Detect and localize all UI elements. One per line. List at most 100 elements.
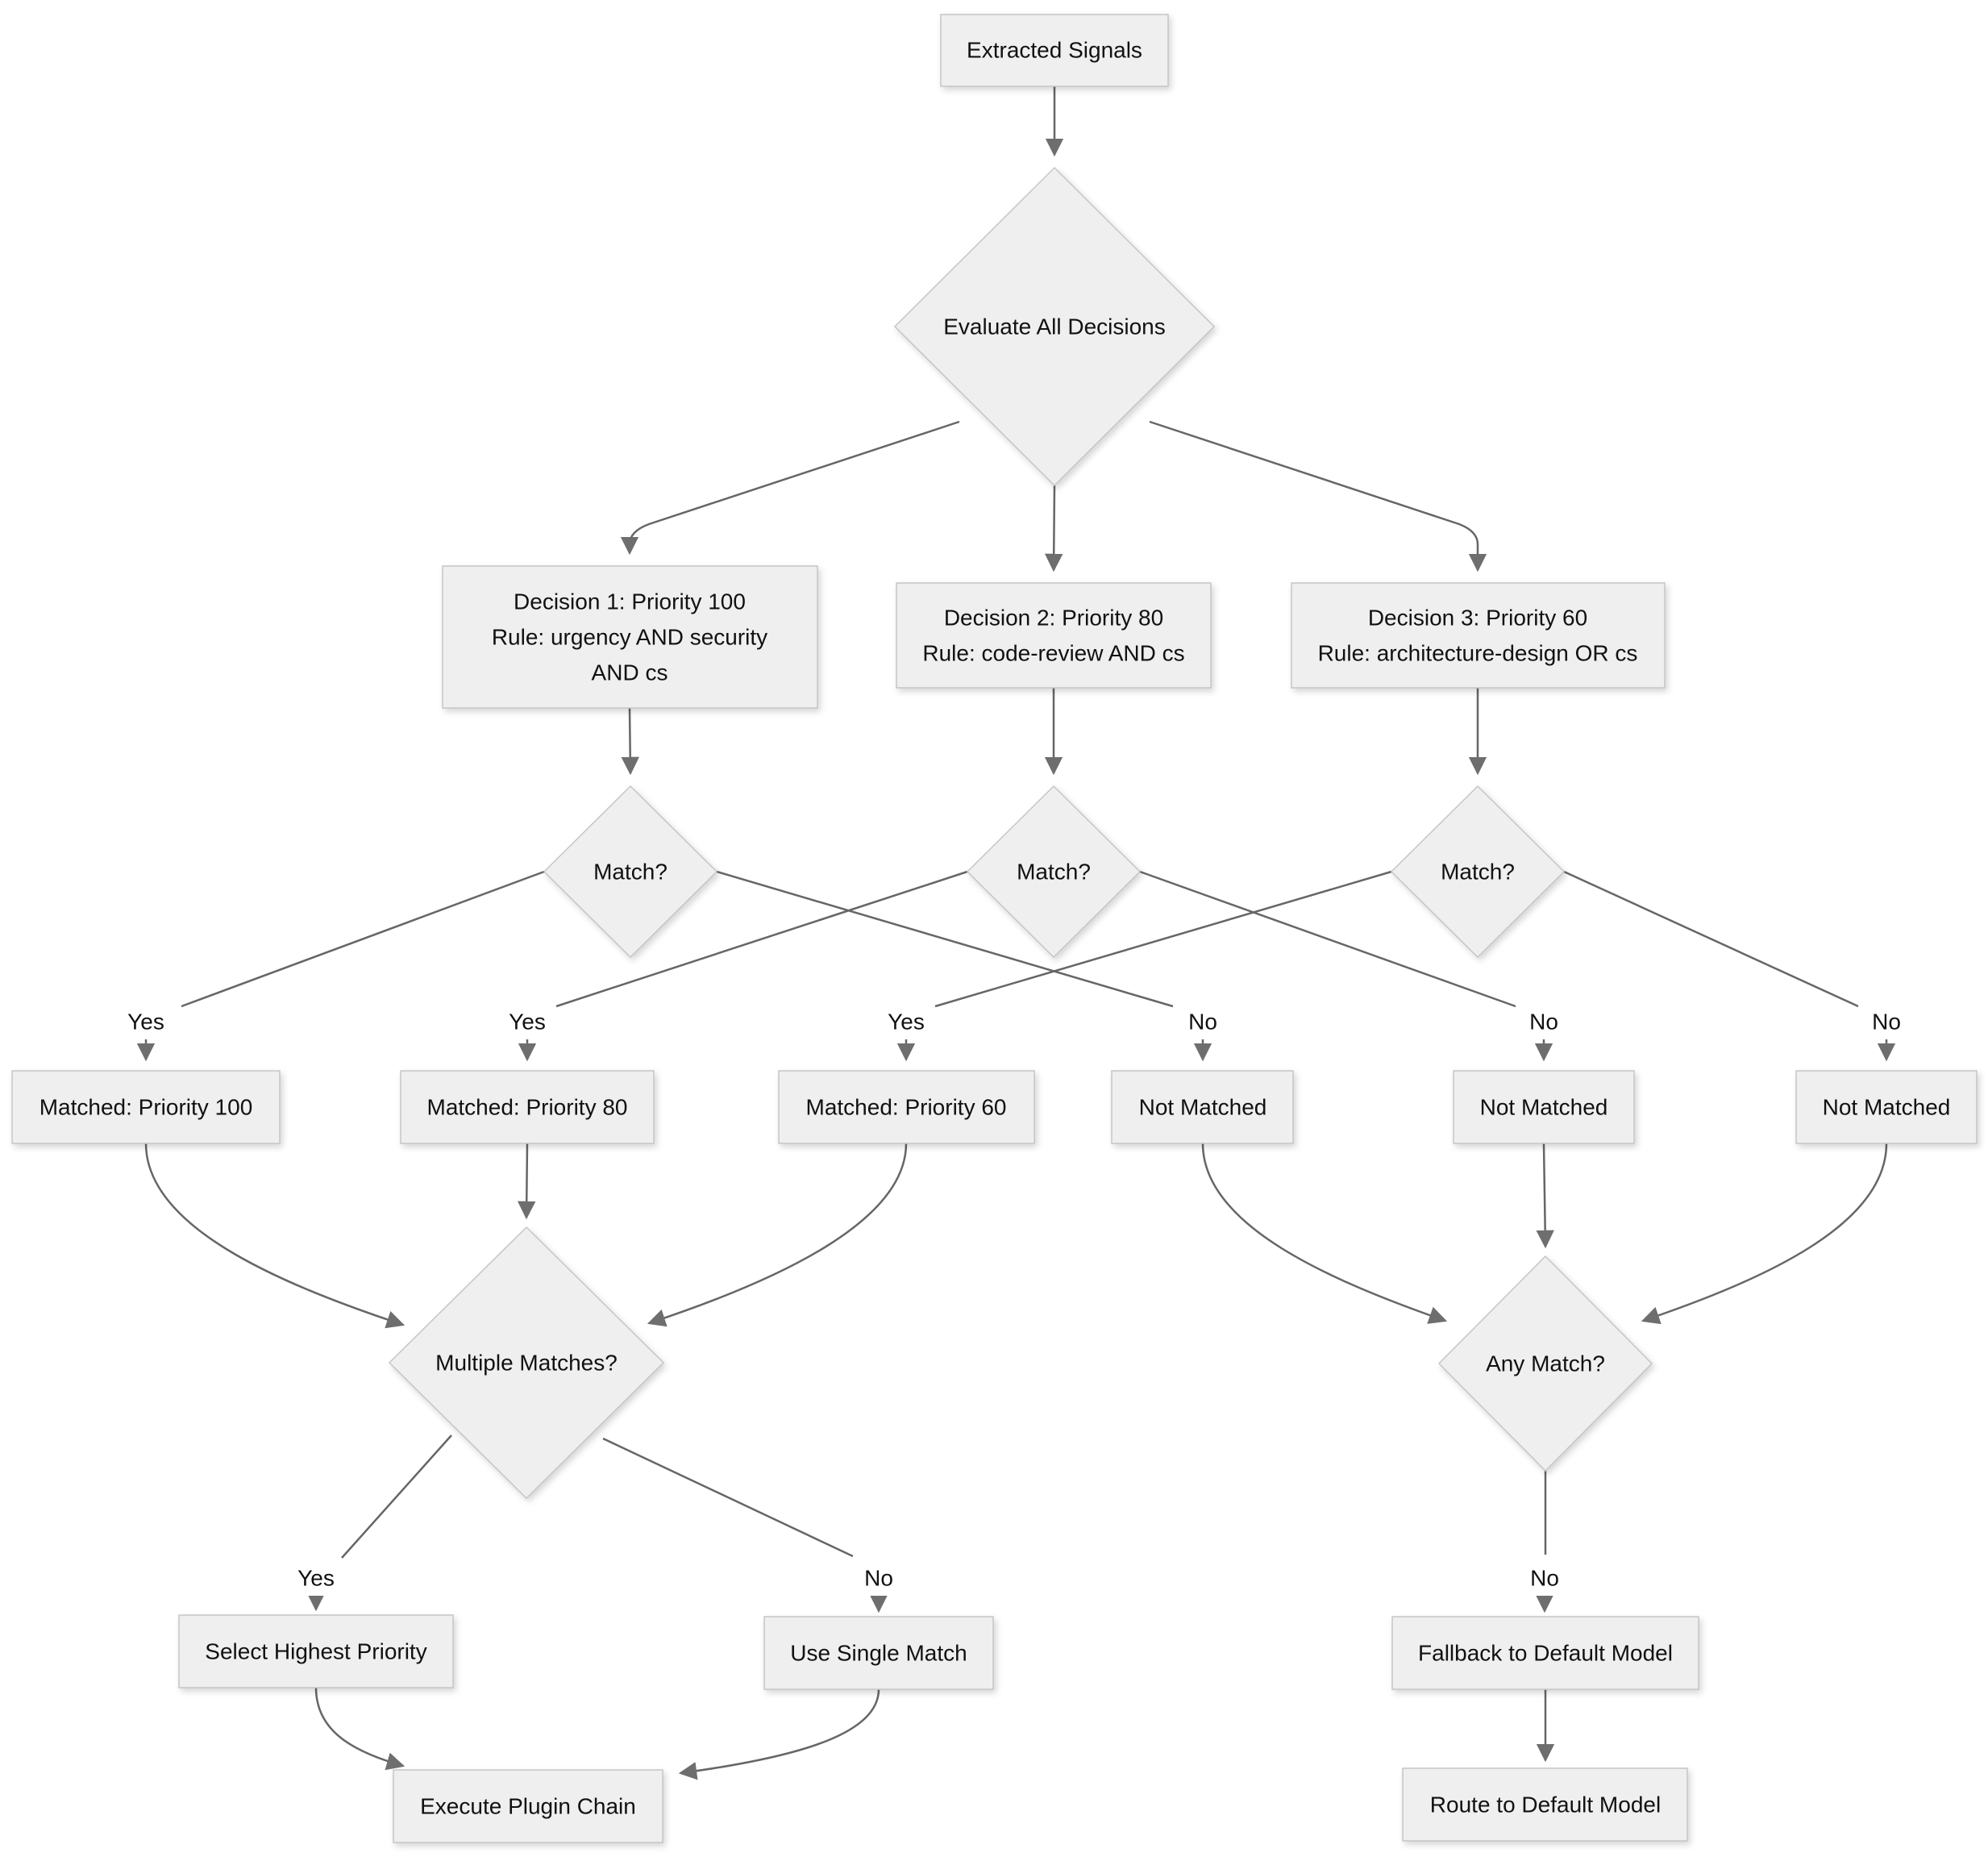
edge-matched100-to-multiple <box>144 1143 406 1329</box>
decision3-line2: Rule: architecture-design OR cs <box>1318 641 1638 666</box>
node-fallback-default-model: Fallback to Default Model <box>1391 1616 1699 1690</box>
decision2-line2: Rule: code-review AND cs <box>922 641 1184 666</box>
edge-label-no2: No <box>1521 1004 1566 1039</box>
execute-label: Execute Plugin Chain <box>420 1794 636 1819</box>
node-matched-priority-100: Matched: Priority 100 <box>11 1070 281 1144</box>
no1-label: No <box>1188 1010 1217 1035</box>
matched80-label: Matched: Priority 80 <box>427 1095 628 1120</box>
edge-match1-yes-diagonal <box>181 870 545 1008</box>
decision1-box <box>442 565 818 709</box>
node-matched-priority-80: Matched: Priority 80 <box>400 1070 655 1144</box>
notmatched3-label: Not Matched <box>1823 1095 1951 1120</box>
decision3-line1: Decision 3: Priority 60 <box>1368 606 1587 631</box>
node-any-match: Any Match? <box>1437 1255 1653 1472</box>
no1-label-bg <box>1180 1004 1225 1039</box>
no3-label: No <box>1872 1010 1901 1035</box>
yes1-label: Yes <box>127 1010 164 1035</box>
node-not-matched-1: Not Matched <box>1111 1070 1294 1144</box>
yes-mm-label: Yes <box>297 1566 335 1591</box>
use-single-label: Use Single Match <box>790 1641 967 1666</box>
node-evaluate-all-decisions: Evaluate All Decisions <box>893 166 1216 487</box>
evaluate-label: Evaluate All Decisions <box>943 314 1165 339</box>
edge-match3-yes-diagonal <box>934 870 1392 1008</box>
edge-multiple-no-diagonal <box>602 1437 854 1558</box>
extracted-signals-label: Extracted Signals <box>967 38 1142 63</box>
node-decision2: Decision 2: Priority 80 Rule: code-revie… <box>896 582 1212 689</box>
edge-label-no-multiple: No <box>856 1560 901 1596</box>
edge-label-no-anymatch: No <box>1522 1560 1567 1596</box>
matched60-label: Matched: Priority 60 <box>806 1095 1007 1120</box>
edge-label-yes2: Yes <box>501 1004 553 1039</box>
multiple-matches-label: Multiple Matches? <box>435 1351 618 1376</box>
edge-match2-no-diagonal <box>1139 870 1516 1008</box>
node-extracted-signals: Extracted Signals <box>940 14 1169 87</box>
no3-label-bg <box>1864 1004 1909 1039</box>
extracted-signals-box <box>940 14 1169 87</box>
select-highest-box <box>178 1614 454 1688</box>
yes3-label-bg <box>880 1004 932 1039</box>
execute-box <box>393 1769 663 1843</box>
match1-diamond <box>543 785 718 959</box>
route-label: Route to Default Model <box>1430 1792 1661 1817</box>
node-execute-plugin-chain: Execute Plugin Chain <box>393 1769 663 1843</box>
decision1-line1: Decision 1: Priority 100 <box>514 589 746 614</box>
node-use-single-match: Use Single Match <box>763 1616 994 1690</box>
no2-label-bg <box>1521 1004 1566 1039</box>
edge-matched80-to-multiple <box>517 1143 536 1220</box>
match3-diamond <box>1390 785 1566 959</box>
decision2-box <box>896 582 1212 689</box>
edge-label-yes3: Yes <box>880 1004 932 1039</box>
node-decision1: Decision 1: Priority 100 Rule: urgency A… <box>442 565 818 709</box>
edge-match1-no-diagonal <box>716 870 1174 1008</box>
node-match3: Match? <box>1390 785 1566 959</box>
no-am-label-bg <box>1522 1560 1567 1596</box>
yes1-label-bg <box>120 1004 172 1039</box>
matched100-label: Matched: Priority 100 <box>40 1095 253 1120</box>
notmatched1-label: Not Matched <box>1139 1095 1267 1120</box>
decision1-line2: Rule: urgency AND security <box>492 625 767 650</box>
edge-label-yes-multiple: Yes <box>290 1560 342 1596</box>
notmatched2-box <box>1453 1070 1635 1144</box>
edge-label-no3: No <box>1864 1004 1909 1039</box>
match1-label: Match? <box>593 860 668 885</box>
decision2-line1: Decision 2: Priority 80 <box>944 606 1163 631</box>
matched80-box <box>400 1070 655 1144</box>
decision1-line3: AND cs <box>592 660 668 685</box>
decision3-box <box>1291 582 1666 689</box>
yes3-label: Yes <box>888 1010 925 1035</box>
node-route-default-model: Route to Default Model <box>1402 1767 1688 1842</box>
no-mm-label: No <box>864 1566 893 1591</box>
node-multiple-matches: Multiple Matches? <box>388 1226 665 1500</box>
no-am-label: No <box>1530 1566 1559 1591</box>
yes2-label: Yes <box>509 1010 546 1035</box>
edge-notmatched1-to-anymatch <box>1201 1143 1448 1324</box>
notmatched2-label: Not Matched <box>1480 1095 1608 1120</box>
no2-label: No <box>1529 1010 1558 1035</box>
edge-notmatched3-to-anymatch <box>1641 1143 1888 1325</box>
yes-mm-label-bg <box>290 1560 342 1596</box>
edge-match3-no-diagonal <box>1563 870 1859 1008</box>
fallback-label: Fallback to Default Model <box>1418 1641 1673 1666</box>
edge-match2-yes-diagonal <box>555 870 968 1008</box>
notmatched3-box <box>1795 1070 1978 1144</box>
match2-label: Match? <box>1017 860 1091 885</box>
edge-matched60-to-multiple <box>647 1143 908 1327</box>
node-match1: Match? <box>543 785 718 959</box>
any-match-label: Any Match? <box>1486 1351 1605 1376</box>
match2-diamond <box>966 785 1142 959</box>
edge-multiple-yes-diagonal <box>341 1434 452 1559</box>
node-matched-priority-60: Matched: Priority 60 <box>778 1070 1035 1144</box>
matched60-box <box>778 1070 1035 1144</box>
edge-usesingle-to-execute <box>678 1688 880 1780</box>
node-select-highest-priority: Select Highest Priority <box>178 1614 454 1688</box>
route-box <box>1402 1767 1688 1842</box>
multiple-matches-diamond <box>388 1226 665 1500</box>
no-mm-label-bg <box>856 1560 901 1596</box>
edge-evaluate-to-decision1 <box>620 420 960 556</box>
edge-select-to-execute <box>314 1687 406 1771</box>
match3-label: Match? <box>1441 860 1515 885</box>
edge-label-no1: No <box>1180 1004 1225 1039</box>
node-match2: Match? <box>966 785 1142 959</box>
